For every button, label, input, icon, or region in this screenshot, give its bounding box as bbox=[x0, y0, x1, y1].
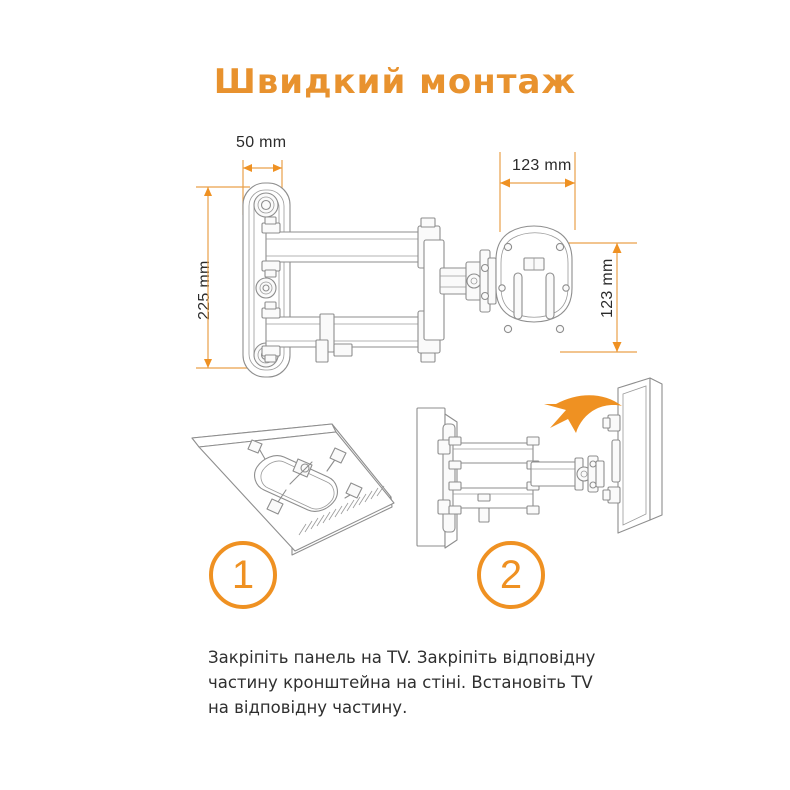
dimension-label-height: 225 mm bbox=[196, 260, 213, 320]
step-badge-1-number: 1 bbox=[231, 553, 255, 597]
vesa-plate bbox=[495, 225, 573, 334]
bracket-lower-arm bbox=[261, 301, 441, 363]
step-badge-1: 1 bbox=[209, 541, 277, 609]
wall-plate bbox=[242, 182, 291, 378]
step2-tilt-head bbox=[576, 455, 605, 493]
step2-illustration bbox=[416, 377, 663, 549]
tv-speaker-grill bbox=[298, 485, 385, 536]
dimension-depth-50mm bbox=[242, 160, 283, 215]
dimension-label-plate-height: 123 mm bbox=[599, 258, 616, 318]
step-badge-2: 2 bbox=[477, 541, 545, 609]
bracket-center-link bbox=[423, 239, 471, 341]
page-title: Швидкий монтаж bbox=[213, 62, 577, 102]
dimension-label-width: 123 mm bbox=[512, 157, 572, 174]
rotation-arrow-icon bbox=[544, 395, 622, 433]
dimension-label-depth: 50 mm bbox=[236, 134, 287, 151]
step1-vesa-plate bbox=[247, 439, 363, 515]
step-badge-2-number: 2 bbox=[499, 553, 523, 597]
step1-illustration bbox=[191, 423, 395, 556]
bracket-technical-drawing bbox=[242, 182, 573, 378]
bracket-upper-arm bbox=[261, 216, 441, 278]
instruction-caption: Закріпіть панель на TV. Закріпіть відпов… bbox=[208, 648, 596, 717]
tilt-knuckle bbox=[465, 249, 497, 313]
